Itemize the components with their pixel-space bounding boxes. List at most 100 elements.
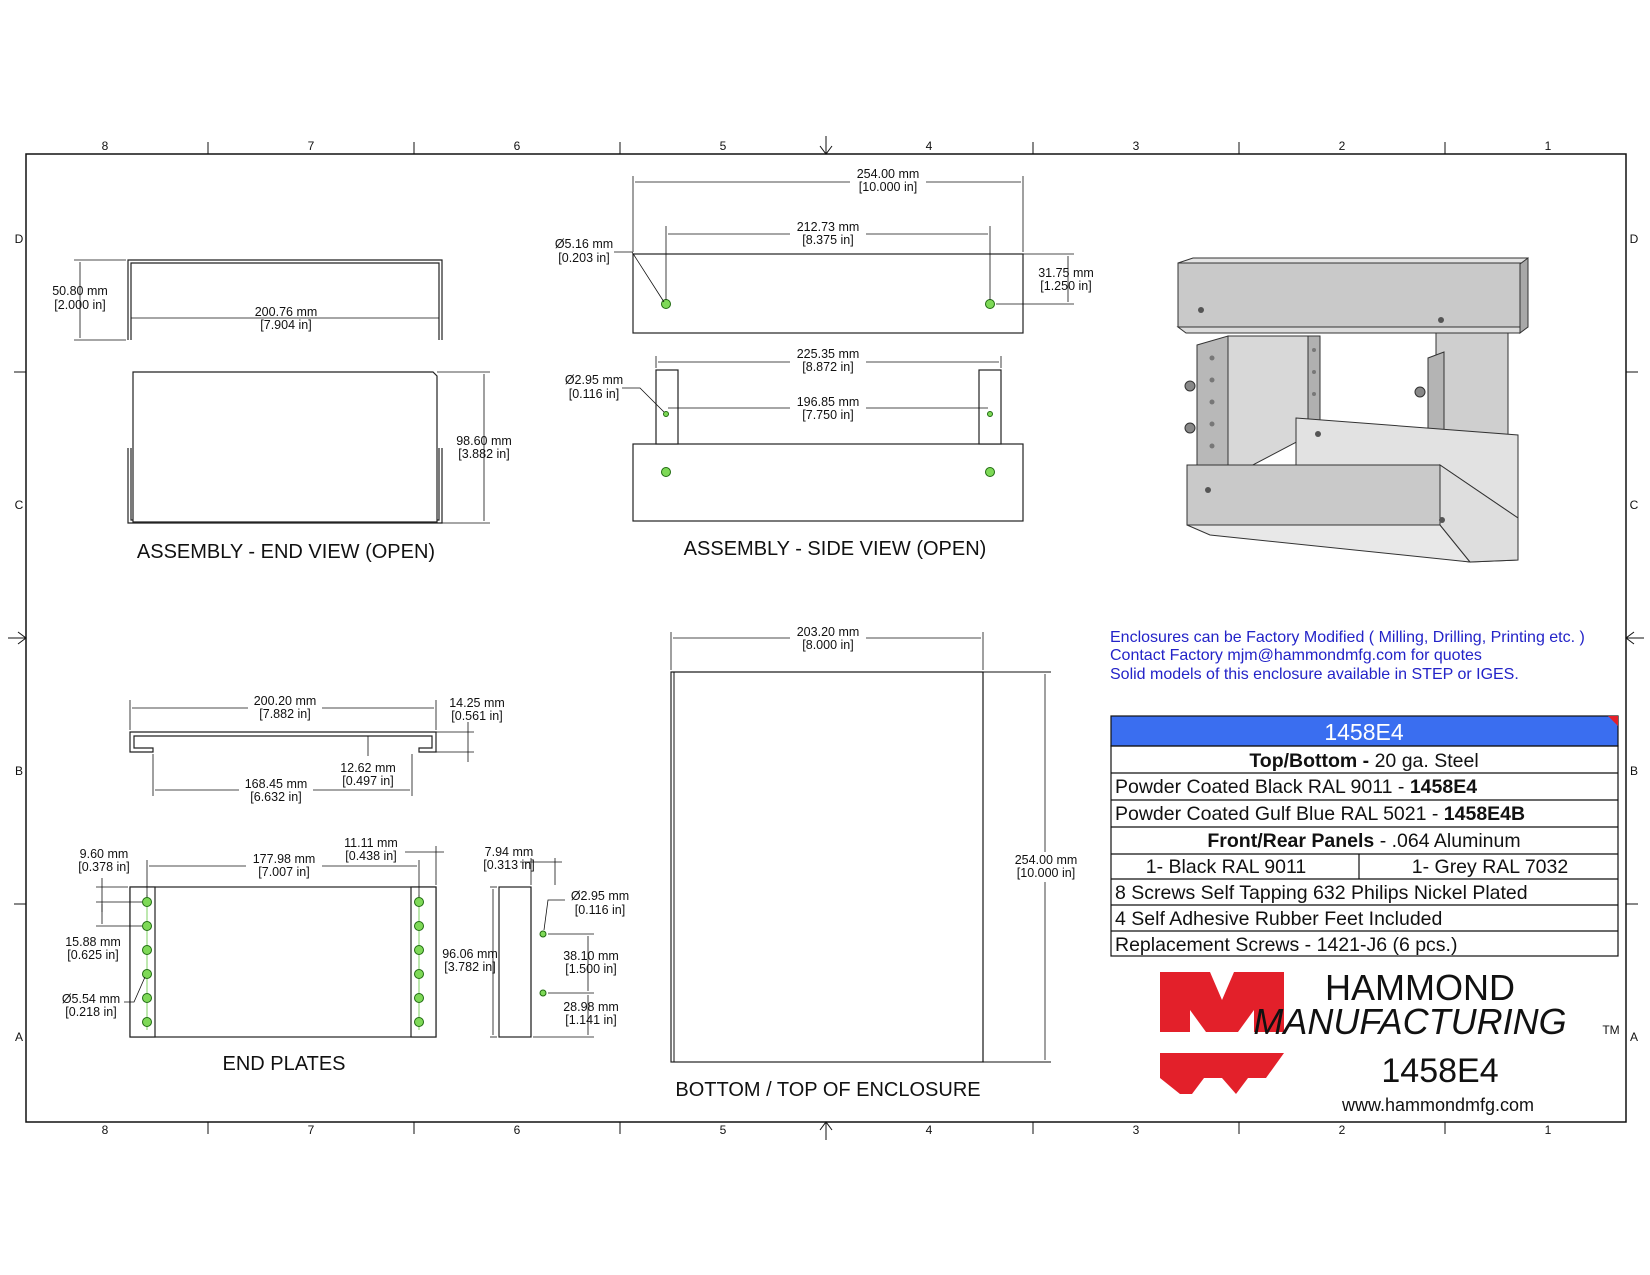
- zone-row-label: D: [15, 232, 24, 246]
- svg-text:Powder Coated Black RAL 9011 -: Powder Coated Black RAL 9011 - 1458E4: [1115, 776, 1477, 798]
- brand-url: www.hammondmfg.com: [1341, 1095, 1534, 1115]
- dim-label: 96.06 mm: [442, 947, 498, 961]
- note-line: Solid models of this enclosure available…: [1110, 666, 1519, 683]
- hammond-logo-mark: [1160, 972, 1284, 1094]
- hole-marker: [663, 411, 669, 417]
- hole-marker: [661, 467, 671, 477]
- view-title-end-plates: END PLATES: [223, 1053, 346, 1075]
- spec-panels-rest: - .064 Aluminum: [1374, 830, 1520, 852]
- dim-label: [0.116 in]: [575, 903, 626, 917]
- dim-label: 196.85 mm: [797, 395, 860, 409]
- spec-feet: 4 Self Adhesive Rubber Feet Included: [1115, 908, 1442, 930]
- zone-row-label: B: [1630, 764, 1638, 778]
- dim-label: 11.11 mm: [344, 836, 398, 850]
- end-plate-holes-right: [414, 897, 424, 1027]
- dim-label: 200.20 mm: [254, 694, 317, 708]
- hole-marker: [987, 411, 993, 417]
- zone-col-label: 6: [514, 1123, 521, 1137]
- dim-label: [1.500 in]: [565, 962, 616, 976]
- end-plate-holes-left: [142, 897, 152, 1027]
- dim-label: 31.75 mm: [1038, 266, 1094, 280]
- hole-marker: [414, 993, 424, 1003]
- hole-marker: [142, 969, 152, 979]
- spec-panels-bold: Front/Rear Panels: [1207, 830, 1374, 852]
- zone-ticks: [8, 136, 1644, 1140]
- spec-black-text: Powder Coated Black RAL 9011 -: [1115, 776, 1410, 798]
- dim-label: [7.007 in]: [258, 865, 309, 879]
- dim-label: [2.000 in]: [54, 298, 105, 312]
- dim-label: [10.000 in]: [1017, 866, 1075, 880]
- zone-row-label: D: [1630, 232, 1639, 246]
- hole-marker: [539, 989, 547, 997]
- zone-col-label: 7: [308, 139, 315, 153]
- zone-col-label: 6: [514, 139, 521, 153]
- svg-text:Front/Rear Panels - .064 Alumi: Front/Rear Panels - .064 Aluminum: [1207, 830, 1520, 852]
- end-plate-flange-view: 200.20 mm [7.882 in] 14.25 mm [0.561 in]…: [129, 692, 505, 806]
- spec-table: 1458E4 Top/Bottom - 20 ga. Steel Powder …: [1110, 715, 1619, 957]
- dim-label: [7.904 in]: [260, 318, 311, 332]
- brand-line2: MANUFACTURING: [1253, 1001, 1566, 1042]
- zone-col-label: 4: [926, 1123, 933, 1137]
- dim-label: [3.782 in]: [444, 960, 495, 974]
- assembly-end-view: 50.80 mm [2.000 in] 200.76 mm [7.904 in]…: [52, 259, 512, 563]
- dim-label: [3.882 in]: [458, 447, 509, 461]
- svg-text:Powder Coated Gulf Blue RAL 50: Powder Coated Gulf Blue RAL 5021 - 1458E…: [1115, 803, 1525, 825]
- zone-col-label: 2: [1339, 139, 1346, 153]
- dim-label: [0.218 in]: [65, 1005, 116, 1019]
- dim-label: 9.60 mm: [80, 847, 129, 861]
- brand-line1: HAMMOND: [1325, 967, 1515, 1008]
- zone-col-label: 8: [102, 1123, 109, 1137]
- dim-label: [0.625 in]: [67, 948, 118, 962]
- zone-row-label: B: [15, 764, 23, 778]
- dim-label: [7.882 in]: [259, 707, 310, 721]
- spec-screws: 8 Screws Self Tapping 632 Philips Nickel…: [1115, 882, 1528, 904]
- zone-row-label: C: [1630, 498, 1639, 512]
- hammond-logo: HAMMOND MANUFACTURING TM 1458E4 www.hamm…: [1160, 967, 1620, 1115]
- note-line: Enclosures can be Factory Modified ( Mil…: [1110, 629, 1585, 646]
- dim-label: 14.25 mm: [449, 696, 505, 710]
- dim-label: [6.632 in]: [250, 790, 301, 804]
- end-plate-side-view: 7.94 mm [0.313 in] Ø2.95 mm [0.116 in] 9…: [442, 845, 629, 1038]
- zone-col-label: 1: [1545, 1123, 1552, 1137]
- spec-black-part: 1458E4: [1410, 776, 1477, 798]
- dim-label: [0.203 in]: [558, 251, 609, 265]
- end-plate-front-view: 177.98 mm [7.007 in] 11.11 mm [0.438 in]…: [62, 836, 444, 1075]
- dim-label: 254.00 mm: [1015, 853, 1078, 867]
- dim-label: 203.20 mm: [797, 625, 860, 639]
- zone-col-label: 8: [102, 139, 109, 153]
- zone-labels: 8 7 6 5 4 3 2 1 8 7 6 5 4 3 2 1 D C B A …: [15, 139, 1639, 1137]
- brand-part: 1458E4: [1381, 1052, 1498, 1090]
- spec-blue-part: 1458E4B: [1444, 803, 1525, 825]
- dim-label: 177.98 mm: [253, 852, 316, 866]
- dim-label: [8.872 in]: [802, 360, 853, 374]
- spec-table-header: 1458E4: [1324, 719, 1404, 745]
- exploded-isometric-view: [1176, 257, 1529, 563]
- dim-label: 168.45 mm: [245, 777, 308, 791]
- dim-label: 15.88 mm: [65, 935, 121, 949]
- dim-label: 225.35 mm: [797, 347, 860, 361]
- spec-topbottom-rest: 20 ga. Steel: [1369, 750, 1479, 772]
- dim-label: 212.73 mm: [797, 220, 860, 234]
- dim-label: [0.378 in]: [78, 860, 129, 874]
- hole-marker: [414, 969, 424, 979]
- hole-marker: [414, 897, 424, 907]
- zone-col-label: 2: [1339, 1123, 1346, 1137]
- zone-col-label: 7: [308, 1123, 315, 1137]
- zone-row-label: C: [15, 498, 24, 512]
- dim-label: [0.116 in]: [569, 387, 620, 401]
- dim-label: 200.76 mm: [255, 305, 318, 319]
- dim-label: [10.000 in]: [859, 180, 917, 194]
- zone-col-label: 1: [1545, 139, 1552, 153]
- dim-label: Ø5.16 mm: [555, 237, 613, 251]
- zone-col-label: 5: [720, 1123, 727, 1137]
- dim-label: Ø2.95 mm: [565, 373, 623, 387]
- hole-marker: [142, 921, 152, 931]
- zone-row-label: A: [15, 1030, 23, 1044]
- spec-grey-panel: 1- Grey RAL 7032: [1412, 856, 1568, 878]
- hole-marker: [142, 945, 152, 955]
- hole-marker: [414, 921, 424, 931]
- spec-replacement: Replacement Screws - 1421-J6 (6 pcs.): [1115, 934, 1457, 956]
- view-title-end: ASSEMBLY - END VIEW (OPEN): [137, 541, 435, 563]
- factory-notes: Enclosures can be Factory Modified ( Mil…: [1110, 629, 1585, 683]
